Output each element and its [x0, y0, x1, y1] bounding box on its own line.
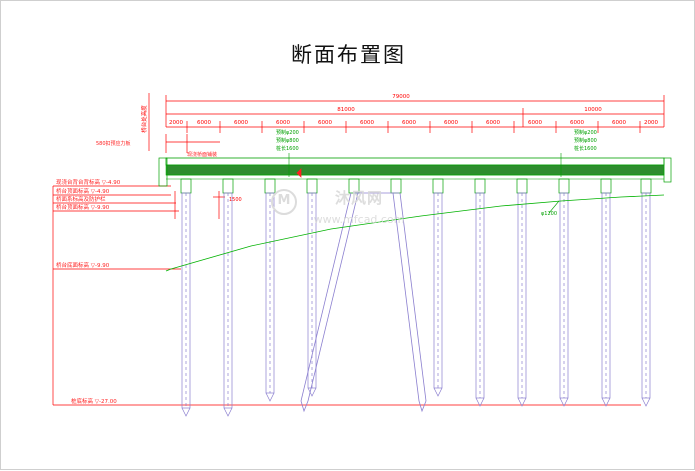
deck-note-text: 现浇桥面铺装 — [187, 151, 217, 158]
watermark-logo-icon: M — [271, 189, 297, 215]
note2-line3: 桩长1600 — [574, 145, 597, 152]
note3-line1: φ1200 — [541, 211, 557, 217]
dim-bay-3: 6000 — [318, 120, 332, 126]
annot-0: 现浇台背台背标高 ▽-4.90 — [56, 178, 121, 186]
dimension-labels: 79000 81000 10000 2000 6000 6000 6000 60… — [169, 94, 658, 203]
deck-note: 现浇桥面铺装 580扣预应力板 — [96, 140, 217, 158]
dim-bay-10: 6000 — [612, 120, 626, 126]
drawing-title: 断面布置图 — [291, 43, 406, 67]
inclined-bent-piles — [300, 192, 427, 413]
piles — [181, 192, 651, 417]
dim-bay-6: 6000 — [444, 120, 458, 126]
dim-bay-9: 6000 — [570, 120, 584, 126]
left-annotations: 现浇台背台背标高 ▽-4.90 桥台顶面标高 ▽-4.90 桥面系标高及防护栏 … — [56, 178, 121, 405]
note1-line1: 预制φ200 — [276, 129, 299, 136]
note-leaders — [288, 153, 562, 214]
dim-bay-11: 2000 — [644, 120, 658, 126]
abutments — [158, 157, 672, 187]
annot-5: 桩底标高 ▽-27.00 — [71, 397, 117, 405]
dim-left-head: 2000 — [169, 120, 183, 126]
ground-profile — [165, 194, 665, 272]
note1-line2: 预制φ800 — [276, 137, 299, 144]
note2-line2: 预制φ800 — [574, 137, 597, 144]
left-note-top: 580扣预应力板 — [96, 140, 131, 147]
dim-bay-7: 6000 — [486, 120, 500, 126]
left-vertical-dim-label: 桥台处高度 — [140, 105, 148, 133]
dimension-lines — [52, 93, 665, 406]
note2-line1: 预制φ200 — [574, 129, 597, 136]
bridge-deck — [165, 157, 665, 180]
green-notes: 预制φ200 预制φ800 桩长1600 预制φ200 预制φ800 桩长160… — [276, 129, 597, 217]
dim-main-span: 81000 — [337, 107, 355, 113]
dim-bay-1: 6000 — [234, 120, 248, 126]
dim-bay-0: 6000 — [197, 120, 211, 126]
svg-text:桥台处高度: 桥台处高度 — [140, 105, 148, 133]
dim-total: 79000 — [392, 94, 410, 100]
dim-bay-4: 6000 — [360, 120, 374, 126]
pier-caps — [180, 178, 652, 194]
dim-bay-5: 6000 — [402, 120, 416, 126]
deck-arrow-icon — [296, 168, 302, 178]
note1-line3: 桩长1600 — [276, 145, 299, 152]
annot-4: 桥台底面标高 ▽-9.90 — [56, 261, 110, 269]
dim-bay-2: 6000 — [276, 120, 290, 126]
dim-bay-8: 6000 — [528, 120, 542, 126]
annot-2: 桥面系标高及防护栏 — [56, 195, 106, 203]
annot-1: 桥台顶面标高 ▽-4.90 — [56, 187, 110, 195]
annot-3: 桥台顶面标高 ▽-9.90 — [56, 203, 110, 211]
dim-right-span: 10000 — [584, 107, 602, 113]
dim-pier-height: 1500 — [229, 197, 242, 203]
